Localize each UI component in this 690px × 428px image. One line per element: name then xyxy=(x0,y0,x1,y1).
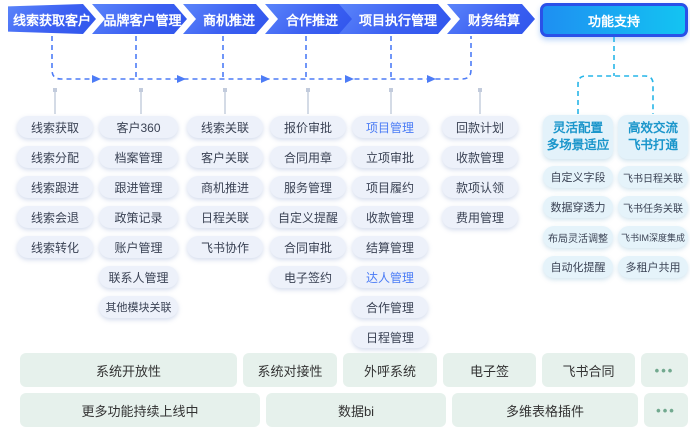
support-pill[interactable]: 飞书日程关联 xyxy=(618,166,688,188)
feature-pill[interactable]: 合同用章 xyxy=(270,146,346,168)
more-dots-icon[interactable]: ••• xyxy=(641,353,688,387)
support-pill[interactable]: 自动化提醒 xyxy=(543,256,613,278)
feature-pill[interactable]: 立项审批 xyxy=(352,146,428,168)
feature-pill-highlight[interactable]: 达人管理 xyxy=(352,266,428,288)
feature-pill[interactable]: 日程关联 xyxy=(187,206,263,228)
support-group-flexible-config: 灵活配置 多场景适应 xyxy=(543,115,613,159)
feature-pill[interactable]: 报价审批 xyxy=(270,116,346,138)
support-connector-lines xyxy=(577,37,654,114)
feature-pill[interactable]: 线索分配 xyxy=(17,146,93,168)
stage-project-execution[interactable]: 项目执行管理 xyxy=(339,4,451,34)
feature-pill[interactable]: 收款管理 xyxy=(442,146,518,168)
stage-brand-customer[interactable]: 品牌客户管理 xyxy=(92,4,187,34)
feature-pill[interactable]: 合作管理 xyxy=(352,296,428,318)
feature-pill[interactable]: 电子签约 xyxy=(270,266,346,288)
column-flexible-config: 自定义字段 数据穿透力 布局灵活调整 自动化提醒 xyxy=(543,166,613,286)
feature-pill[interactable]: 费用管理 xyxy=(442,206,518,228)
capability-e-sign[interactable]: 电子签 xyxy=(443,353,536,387)
capability-data-bi[interactable]: 数据bi xyxy=(266,393,446,427)
column-opportunity: 线索关联 客户关联 商机推进 日程关联 飞书协作 xyxy=(187,116,263,266)
column-connector-caps xyxy=(53,88,482,92)
support-group-title-line: 飞书打通 xyxy=(627,138,678,152)
feature-pill[interactable]: 服务管理 xyxy=(270,176,346,198)
support-pill[interactable]: 飞书任务关联 xyxy=(618,196,688,218)
feature-pill[interactable]: 项目履约 xyxy=(352,176,428,198)
feature-pill[interactable]: 线索获取 xyxy=(17,116,93,138)
feature-pill[interactable]: 飞书协作 xyxy=(187,236,263,258)
support-pill[interactable]: 布局灵活调整 xyxy=(543,226,613,248)
feature-pill[interactable]: 政策记录 xyxy=(99,206,178,228)
feature-pill[interactable]: 收款管理 xyxy=(352,206,428,228)
feature-pill[interactable]: 客户关联 xyxy=(187,146,263,168)
feature-pill[interactable]: 其他模块关联 xyxy=(99,296,178,318)
capability-bitable-plugin[interactable]: 多维表格插件 xyxy=(452,393,638,427)
feature-pill[interactable]: 账户管理 xyxy=(99,236,178,258)
support-pill[interactable]: 飞书IM深度集成 xyxy=(618,226,688,248)
support-pill[interactable]: 数据穿透力 xyxy=(543,196,613,218)
flow-connector-lines xyxy=(51,36,472,80)
feature-pill[interactable]: 日程管理 xyxy=(352,326,428,348)
stage-opportunity[interactable]: 商机推进 xyxy=(183,4,269,34)
feature-pill[interactable]: 跟进管理 xyxy=(99,176,178,198)
column-project-execution: 项目管理 立项审批 项目履约 收款管理 结算管理 达人管理 合作管理 日程管理 xyxy=(352,116,428,356)
flow-arrowheads xyxy=(92,75,436,83)
column-connector-lines xyxy=(54,91,481,114)
stage-finance[interactable]: 财务结算 xyxy=(447,4,535,34)
column-cooperation: 报价审批 合同用章 服务管理 自定义提醒 合同审批 电子签约 xyxy=(270,116,346,296)
more-dots-icon[interactable]: ••• xyxy=(644,393,688,427)
support-group-feishu-link: 高效交流 飞书打通 xyxy=(618,115,688,159)
stage-cooperation[interactable]: 合作推进 xyxy=(265,4,353,34)
support-group-title-line: 高效交流 xyxy=(627,120,678,135)
feature-pill[interactable]: 结算管理 xyxy=(352,236,428,258)
column-feishu-link: 飞书日程关联 飞书任务关联 飞书IM深度集成 多租户共用 xyxy=(618,166,688,286)
capability-system-interfacing[interactable]: 系统对接性 xyxy=(243,353,337,387)
capability-more-features[interactable]: 更多功能持续上线中 xyxy=(20,393,260,427)
support-group-title-line: 灵活配置 xyxy=(552,120,603,135)
feature-pill[interactable]: 线索会退 xyxy=(17,206,93,228)
capability-outbound-call[interactable]: 外呼系统 xyxy=(343,353,437,387)
feature-pill[interactable]: 档案管理 xyxy=(99,146,178,168)
feature-pill[interactable]: 线索跟进 xyxy=(17,176,93,198)
capability-feishu-contract[interactable]: 飞书合同 xyxy=(542,353,635,387)
column-brand-customer: 客户360 档案管理 跟进管理 政策记录 账户管理 联系人管理 其他模块关联 xyxy=(99,116,178,326)
stage-lead-acquisition[interactable]: 线索获取客户 xyxy=(8,4,96,34)
support-group-title-line: 多场景适应 xyxy=(546,138,610,152)
column-finance: 回款计划 收款管理 款项认领 费用管理 xyxy=(442,116,518,236)
column-lead-acquisition: 线索获取 线索分配 线索跟进 线索会退 线索转化 xyxy=(17,116,93,266)
feature-pill-highlight[interactable]: 项目管理 xyxy=(352,116,428,138)
feature-pill[interactable]: 联系人管理 xyxy=(99,266,178,288)
feature-pill[interactable]: 线索关联 xyxy=(187,116,263,138)
capability-system-openness[interactable]: 系统开放性 xyxy=(20,353,237,387)
feature-pill[interactable]: 客户360 xyxy=(99,116,178,138)
feature-pill[interactable]: 自定义提醒 xyxy=(270,206,346,228)
feature-pill[interactable]: 合同审批 xyxy=(270,236,346,258)
support-pill[interactable]: 自定义字段 xyxy=(543,166,613,188)
support-button[interactable]: 功能支持 xyxy=(540,3,688,37)
feature-pill[interactable]: 线索转化 xyxy=(17,236,93,258)
feature-pill[interactable]: 款项认领 xyxy=(442,176,518,198)
support-pill[interactable]: 多租户共用 xyxy=(618,256,688,278)
feature-pill[interactable]: 回款计划 xyxy=(442,116,518,138)
feature-pill[interactable]: 商机推进 xyxy=(187,176,263,198)
